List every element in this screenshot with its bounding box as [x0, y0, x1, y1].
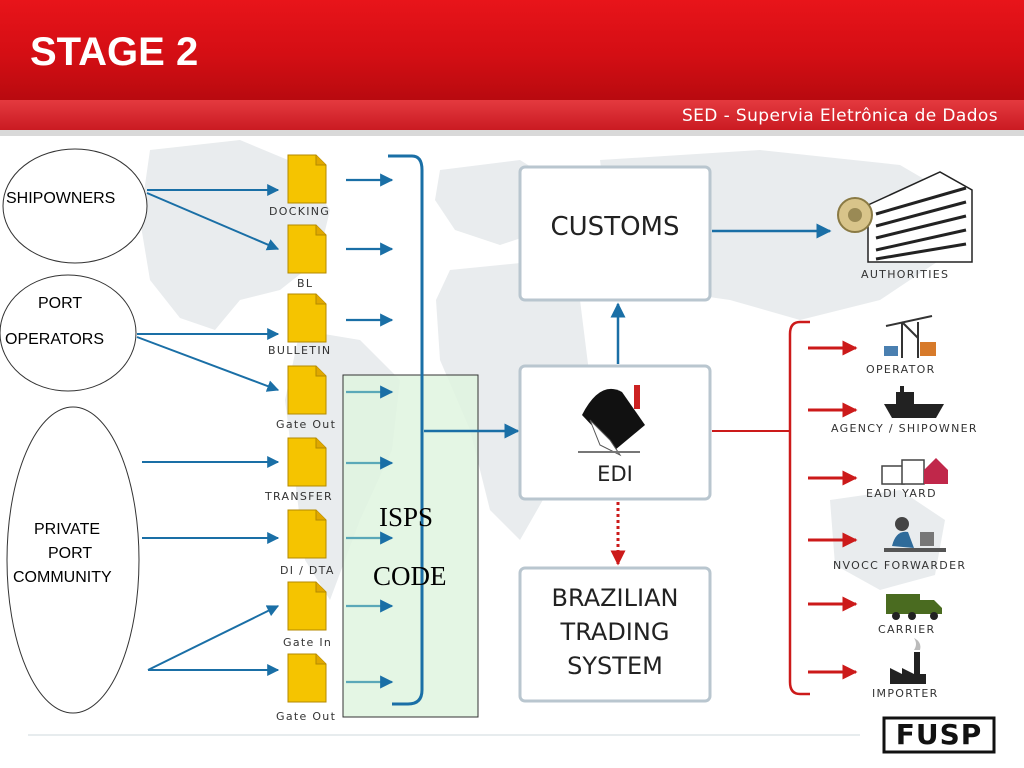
document-arrows	[346, 173, 394, 327]
port-operators-label-line2: OPERATORS	[5, 331, 104, 348]
fusp-logo-frame	[882, 716, 996, 754]
isps-code-box	[342, 374, 479, 718]
customs-title: CUSTOMS	[550, 212, 680, 242]
document-fold-icon	[315, 155, 326, 166]
recipient-arrows	[808, 340, 858, 680]
page-title: STAGE 2	[30, 30, 199, 74]
document-icon	[287, 154, 327, 204]
document-fold-icon	[315, 582, 326, 593]
fusp-logo: FUSP	[895, 718, 983, 751]
doc-label-bl: BL	[297, 277, 314, 290]
customs-box	[518, 165, 712, 302]
private-label-line2: PORT	[48, 545, 93, 562]
document-fold-icon	[315, 225, 326, 236]
doc-label-gate-out-1: Gate Out	[276, 418, 337, 431]
left-bracket	[388, 154, 424, 706]
doc-label-gate-in: Gate In	[283, 636, 333, 649]
authorities-label: AUTHORITIES	[861, 268, 950, 281]
recipient-nvocc-label: NVOCC FORWARDER	[833, 559, 967, 572]
private-port-community-ellipse	[6, 406, 140, 714]
port-operators-label-line1: PORT	[38, 295, 83, 312]
document-icons	[287, 154, 327, 703]
document-fold-icon	[315, 654, 326, 665]
sed-subtitle: SED - Supervia Eletrônica de Dados	[681, 106, 998, 126]
trading-title-line3: SYSTEM	[567, 652, 663, 680]
recipient-operator-label: OPERATOR	[866, 363, 936, 376]
recipient-agency-label: AGENCY / SHIPOWNER	[831, 422, 978, 435]
recipient-importer-label: IMPORTER	[872, 687, 939, 700]
input-arrows	[136, 184, 280, 676]
crane-icon	[884, 315, 936, 358]
doc-label-gate-out-2: Gate Out	[276, 710, 337, 723]
doc-label-bulletin: BULLETIN	[268, 344, 332, 357]
truck-icon	[886, 594, 942, 620]
shipowners-label: SHIPOWNERS	[6, 190, 116, 207]
document-icon	[287, 437, 327, 487]
private-label-line3: COMMUNITY	[13, 569, 112, 586]
port-operators-ellipse	[0, 274, 137, 392]
brazilian-trading-system-box	[518, 566, 712, 703]
document-icon	[287, 293, 327, 343]
mail-envelope-icon	[578, 385, 645, 457]
document-fold-icon	[315, 366, 326, 377]
code-label: CODE	[373, 561, 447, 591]
trading-title-line2: TRADING	[560, 618, 670, 646]
document-fold-icon	[315, 438, 326, 449]
right-bracket	[788, 320, 810, 696]
police-badge-building-icon	[837, 171, 973, 263]
document-fold-icon	[315, 294, 326, 305]
edi-title: EDI	[597, 462, 633, 486]
factory-icon	[890, 638, 926, 684]
recipient-eadi-label: EADI YARD	[866, 487, 937, 500]
document-icon	[287, 224, 327, 274]
document-icon	[287, 365, 327, 415]
recipient-carrier-label: CARRIER	[878, 623, 936, 636]
subtitle-bar	[0, 100, 1024, 132]
isps-label: ISPS	[379, 502, 434, 532]
ship-icon	[884, 386, 944, 418]
doc-label-di-dta: DI / DTA	[280, 564, 335, 577]
shipowners-ellipse	[2, 148, 148, 264]
person-at-desk-icon	[884, 517, 946, 552]
doc-label-transfer: TRANSFER	[265, 490, 333, 503]
subtitle-bar-underline	[0, 130, 1024, 136]
document-icon	[287, 509, 327, 559]
trading-title-line1: BRAZILIAN	[551, 584, 679, 612]
document-icon	[287, 653, 327, 703]
doc-label-docking: DOCKING	[269, 205, 331, 218]
private-label-line1: PRIVATE	[34, 521, 101, 538]
warehouse-icon	[881, 458, 948, 485]
header-bar	[0, 0, 1024, 100]
document-fold-icon	[315, 510, 326, 521]
document-icon	[287, 581, 327, 631]
isps-document-arrows	[346, 385, 394, 689]
